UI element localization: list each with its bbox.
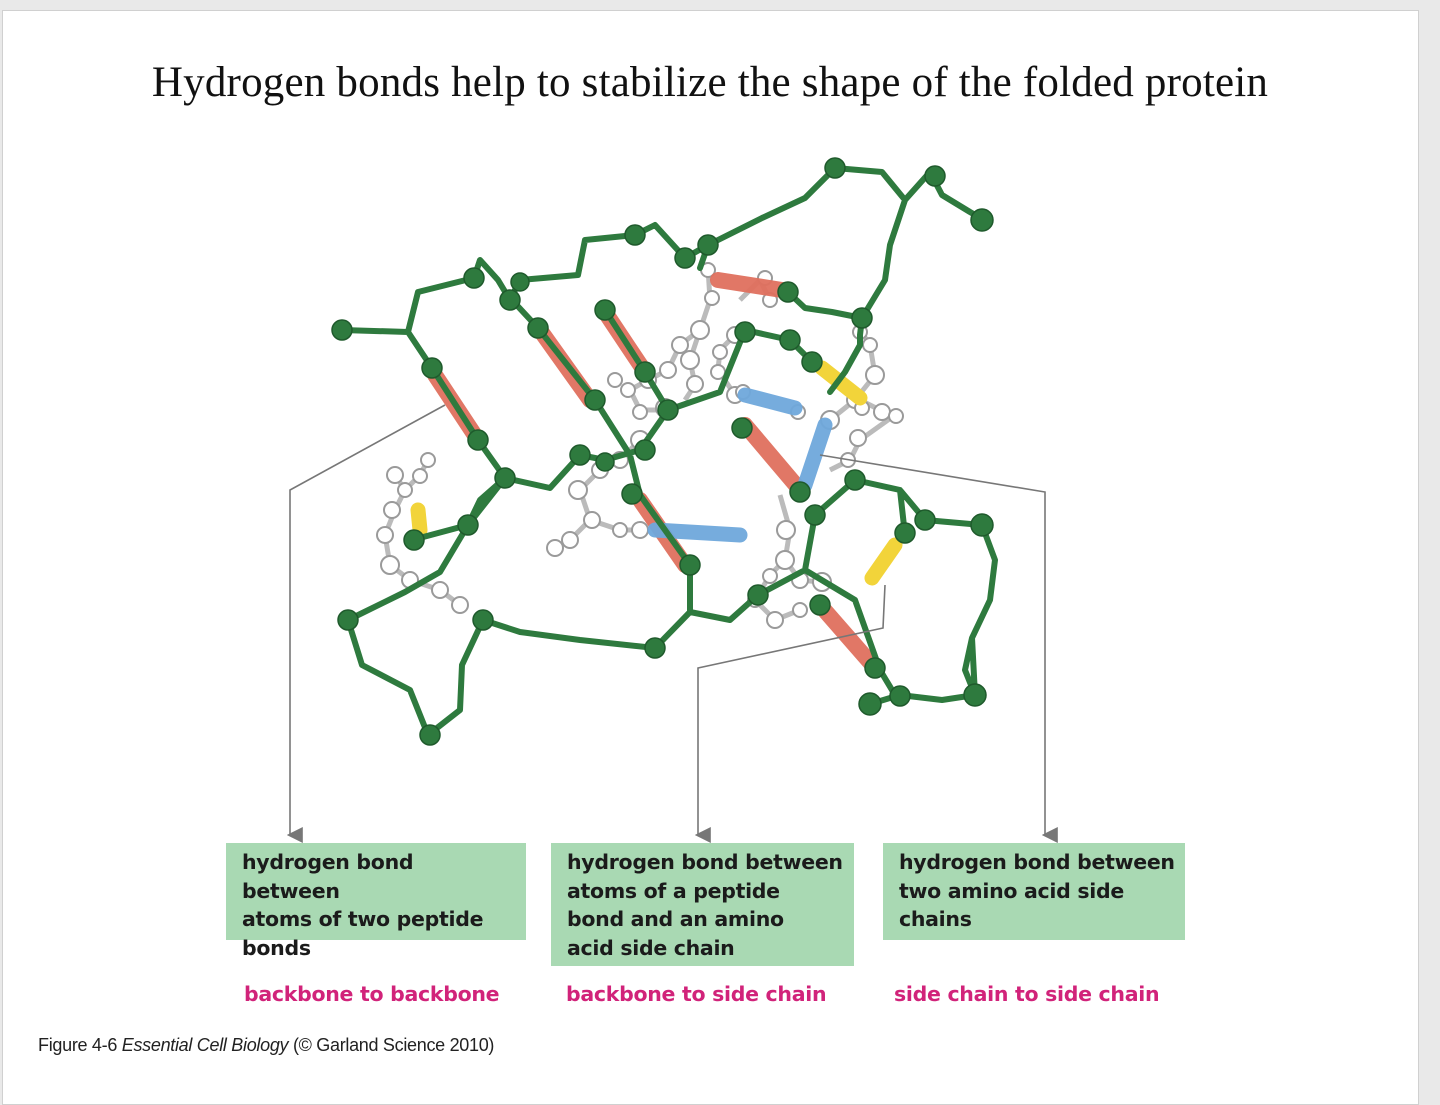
page-title: Hydrogen bonds help to stabilize the sha… — [151, 59, 1269, 106]
label-backbone-to-side-chain: hydrogen bond between atoms of a peptide… — [551, 843, 854, 966]
label-line: hydrogen bond between — [242, 850, 414, 903]
polypeptide-backbone — [331, 157, 998, 746]
copyright-credit: (© Garland Science 2010) — [292, 1035, 495, 1055]
label-line: bond and an amino — [567, 907, 784, 931]
label-line: atoms of a peptide — [567, 878, 780, 903]
label-line: bonds — [242, 935, 311, 960]
label-backbone-to-backbone: hydrogen bond between atoms of two pepti… — [226, 843, 526, 960]
side-chains — [376, 262, 904, 629]
label-line: atoms of two peptide — [242, 907, 484, 931]
category-side-chain-to-side-chain: side chain to side chain — [894, 982, 1160, 1006]
label-line: chains — [899, 907, 972, 931]
category-backbone-to-side-chain: backbone to side chain — [566, 982, 827, 1006]
book-title: Essential Cell Biology — [121, 1035, 289, 1055]
category-backbone-to-backbone: backbone to backbone — [244, 982, 500, 1006]
label-line: hydrogen bond between — [899, 850, 1175, 874]
label-line: acid side chain — [567, 935, 735, 960]
hbonds-side-chain-to-side-chain — [410, 360, 903, 586]
figure-number: Figure 4-6 — [38, 1035, 118, 1055]
label-line: two amino acid side — [899, 878, 1124, 903]
figure-caption: Figure 4-6 Essential Cell Biology (© Gar… — [38, 1035, 494, 1056]
leader-lines — [286, 404, 1058, 843]
label-side-chain-to-side-chain: hydrogen bond between two amino acid sid… — [883, 843, 1185, 940]
label-line: hydrogen bond between — [567, 850, 843, 874]
